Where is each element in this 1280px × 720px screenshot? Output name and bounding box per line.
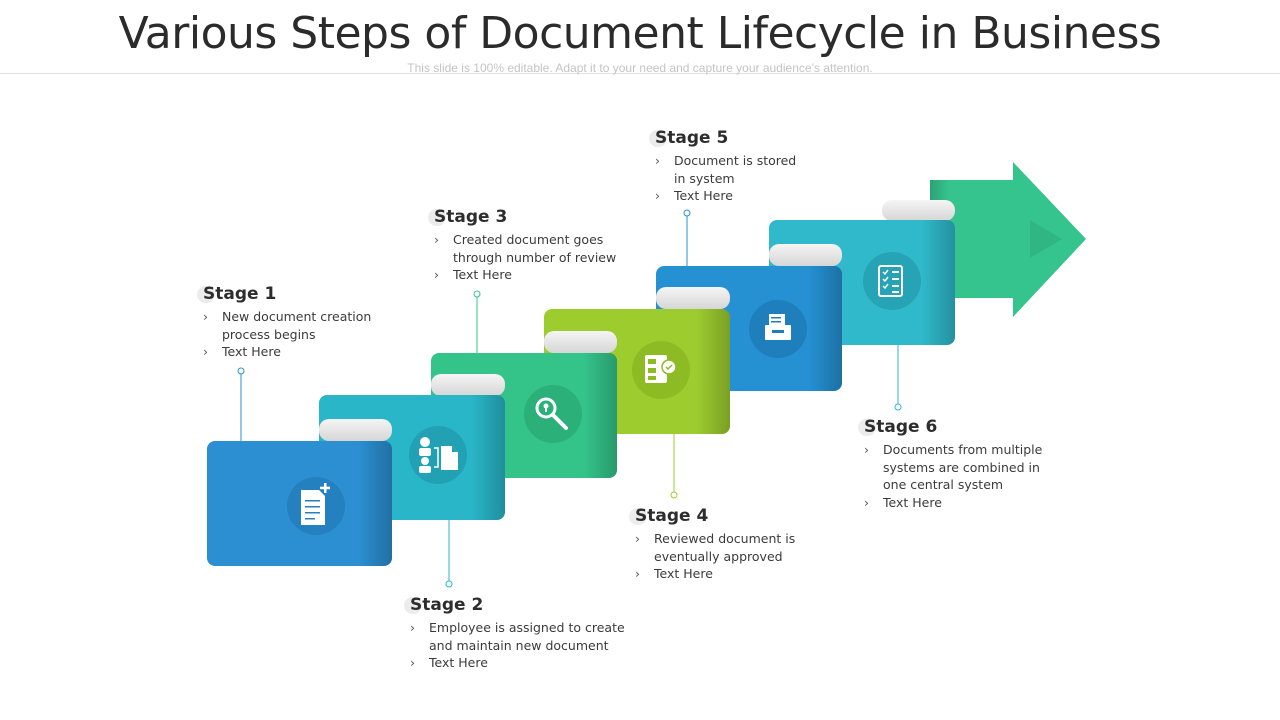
magnifier-icon — [535, 397, 568, 430]
stage-2-title: Stage 2 — [410, 595, 484, 615]
stage-6-point-2: Text Here — [864, 494, 1044, 512]
stage-3-title: Stage 3 — [434, 207, 508, 227]
stage-1-block — [207, 419, 392, 566]
stage-3-label: Stage 3 Created document goes through nu… — [428, 205, 644, 284]
person-document-icon — [419, 437, 458, 473]
stage-3-point-2: Text Here — [434, 266, 634, 284]
approval-icon — [645, 355, 677, 383]
stage-2-label: Stage 2 Employee is assigned to create a… — [404, 593, 640, 672]
stage-4-point-1: Reviewed document is eventually approved — [635, 530, 805, 565]
stage-3-point-1: Created document goes through number of … — [434, 231, 634, 266]
title-divider — [0, 73, 1280, 74]
connector-lines — [237, 209, 902, 588]
stage-5-label: Stage 5 Document is stored in system Tex… — [649, 126, 815, 205]
checklist-icon — [878, 265, 903, 297]
stage-6-point-1: Documents from multiple systems are comb… — [864, 441, 1044, 494]
stage-1-point-1: New document creation process begins — [203, 308, 378, 343]
growth-arrow — [930, 162, 1086, 317]
stage-5-point-2: Text Here — [655, 187, 805, 205]
stage-1-label: Stage 1 New document creation process be… — [197, 282, 403, 361]
stage-4-title: Stage 4 — [635, 506, 709, 526]
stage-6-title: Stage 6 — [864, 417, 938, 437]
stage-4-label: Stage 4 Reviewed document is eventually … — [629, 504, 815, 583]
stage-1-point-2: Text Here — [203, 343, 378, 361]
stage-6-label: Stage 6 Documents from multiple systems … — [858, 415, 1054, 512]
page-subtitle: This slide is 100% editable. Adapt it to… — [407, 61, 873, 75]
stage-4-point-2: Text Here — [635, 565, 805, 583]
page-title: Various Steps of Document Lifecycle in B… — [118, 8, 1162, 59]
stage-5-point-1: Document is stored in system — [655, 152, 805, 187]
stage-1-title: Stage 1 — [203, 284, 277, 304]
stage-2-point-2: Text Here — [410, 654, 625, 672]
stage-2-point-1: Employee is assigned to create and maint… — [410, 619, 625, 654]
stage-5-title: Stage 5 — [655, 128, 729, 148]
new-document-icon — [301, 483, 330, 525]
storage-box-icon — [765, 314, 791, 340]
